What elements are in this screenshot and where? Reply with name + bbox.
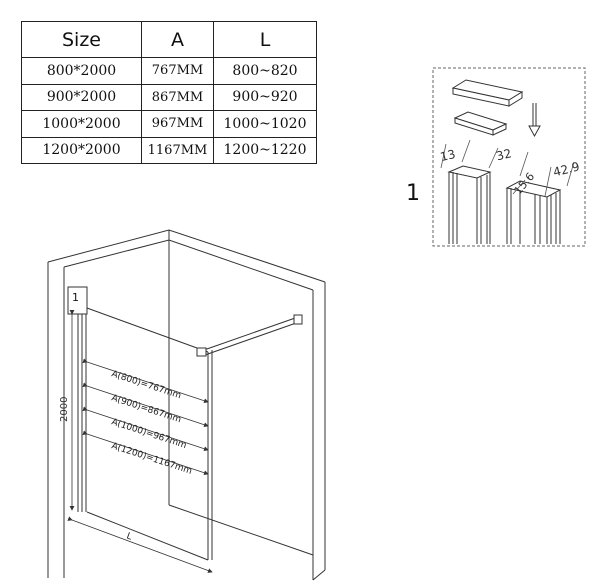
main-callout-number: 1 [72,291,79,304]
detail-callout-number: 1 [406,181,420,206]
width-dimension-line [67,516,213,573]
cell-a: 867MM [141,83,214,111]
cell-size: 1000*2000 [21,110,142,138]
top-cap-part [451,79,524,107]
height-label: 2000 [59,397,70,422]
detail-dim-right: 42.9 [552,159,581,179]
detail-dimension-lines [440,139,575,197]
detail-dim-left: 13 [439,147,457,164]
glass-profile [505,180,562,244]
main-callout-box [67,286,88,315]
cell-a: 967MM [141,110,214,138]
size-table-row: 1200*2000 1167MM 1200~1220 [21,136,317,164]
shower-room-walls [47,229,326,581]
wall-profile [447,165,492,244]
cell-a: 767MM [141,57,214,85]
detail-dim-middle: 32 [495,146,513,163]
cell-l: 1200~1220 [213,136,317,164]
width-label: L [125,531,133,542]
down-arrow-icon [528,103,541,138]
a-dimension-lines [82,358,209,476]
header-l: L [213,21,317,58]
inner-cap-part [453,111,508,136]
cell-a: 1167MM [141,136,214,164]
size-table-row: 900*2000 867MM 900~920 [21,83,317,111]
header-a: A [141,21,214,58]
size-table-header-row: Size A L [21,21,317,58]
header-size: Size [21,21,142,58]
stabilizer-bar [196,314,303,357]
cell-l: 1000~1020 [213,110,317,138]
cell-size: 900*2000 [21,83,142,111]
detail-frame [432,67,586,247]
size-table-row: 1000*2000 967MM 1000~1020 [21,110,317,138]
size-table: Size A L 800*2000 767MM 800~820 900*2000… [21,21,317,164]
cell-size: 1200*2000 [21,136,142,164]
